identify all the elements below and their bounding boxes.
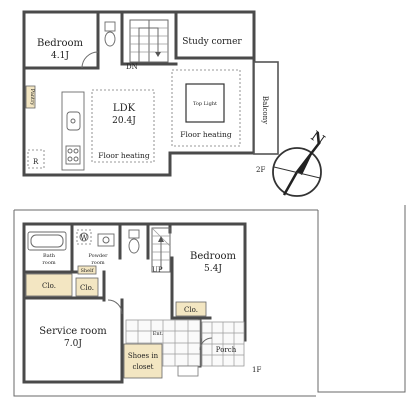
bath-label: Bath (43, 253, 56, 259)
top-light-label: Top Light (193, 101, 217, 107)
closet-1-label: Clo. (42, 282, 56, 290)
floor-1f: Shelf Clo. Clo. Clo. (22, 222, 261, 384)
stair-up-label: UP (152, 266, 163, 274)
living-floor-heating-zone (171, 69, 241, 147)
shelf (77, 265, 97, 275)
ldk-floor-heating-zone (91, 89, 155, 163)
washer-label: W (80, 234, 88, 242)
kitchen-counter (61, 91, 85, 171)
closet-1 (25, 273, 73, 297)
closet-2 (75, 277, 99, 297)
compass-north-label: N (308, 128, 328, 149)
top-light (185, 83, 225, 123)
floor-2f: Balcony DN Pantry (22, 10, 279, 177)
refrigerator (27, 149, 45, 169)
refrigerator-label: R (33, 158, 39, 166)
floor-2f-label: 2F (256, 166, 265, 174)
closet-3 (175, 301, 207, 317)
entrance-label: Ent. (153, 331, 164, 337)
compass: N (272, 128, 328, 197)
study-corner-label: Study corner (182, 37, 242, 47)
stair-down-label: DN (126, 63, 138, 71)
washer (76, 229, 92, 245)
pantry (25, 85, 36, 109)
living-floor-heating-label: Floor heating (180, 130, 232, 139)
ldk-size: 20.4J (112, 116, 136, 126)
shoes-in-closet (123, 343, 163, 379)
toilet-2f (104, 21, 116, 32)
bathtub (27, 231, 67, 251)
bath-sub-label: room (42, 260, 55, 266)
porch (177, 321, 245, 377)
balcony-label: Balcony (261, 96, 269, 124)
bedroom-2f-label: Bedroom (37, 38, 83, 49)
staircase-2f (129, 19, 169, 63)
floor-1f-label: 1F (252, 366, 261, 374)
service-room-label: Service room (39, 326, 107, 337)
toilet-1f (128, 229, 140, 239)
powder-room-label: Powder (88, 253, 108, 259)
site-boundary (13, 205, 406, 397)
pantry-label: Pantry (29, 89, 35, 106)
ldk-floor-heating-label: Floor heating (98, 151, 150, 160)
closet-3-label: Clo. (184, 306, 198, 314)
staircase-1f (151, 227, 171, 273)
vanity (97, 233, 115, 247)
shoes-closet-label-2: closet (133, 363, 154, 371)
shoes-closet-label-1: Shoes in (128, 352, 159, 360)
shelf-label: Shelf (80, 268, 94, 274)
balcony (253, 61, 279, 155)
service-room-size: 7.0J (64, 339, 82, 349)
bedroom-1f-label: Bedroom (190, 251, 236, 262)
closet-2-label: Clo. (80, 284, 94, 292)
porch-label: Porch (216, 346, 237, 354)
bedroom-1f-size: 5.4J (204, 264, 222, 274)
bedroom-2f-size: 4.1J (51, 51, 69, 61)
ldk-label: LDK (113, 103, 136, 114)
powder-room-sub-label: room (91, 260, 104, 266)
